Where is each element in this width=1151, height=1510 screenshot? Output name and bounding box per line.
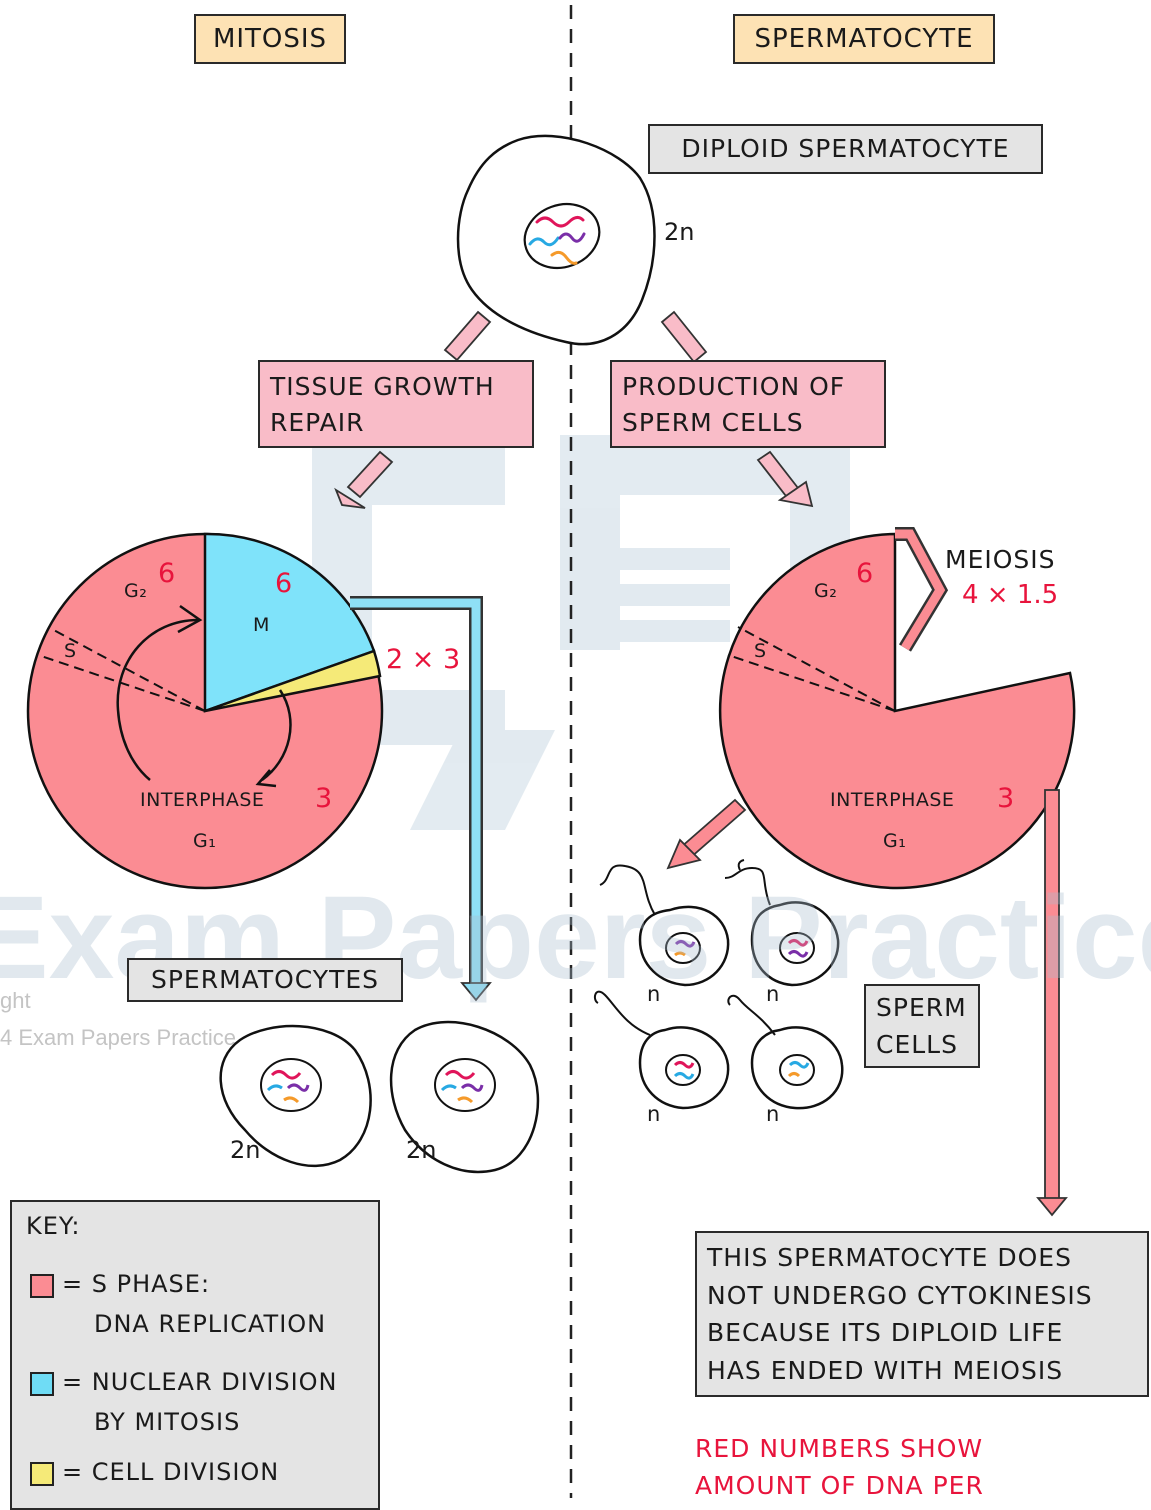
- key-swatch-s-phase: [30, 1274, 54, 1298]
- key-item-cell-division: = CELL DIVISION: [30, 1452, 279, 1492]
- dna-g2-left: 6: [158, 558, 176, 589]
- sperm-box-line-1: PRODUCTION OF: [622, 372, 846, 401]
- red-note-line-2: AMOUNT OF DNA PER: [695, 1471, 984, 1500]
- label-g1-left: G₁: [193, 830, 217, 852]
- watermark-copyright-2: 4 Exam Papers Practice: [0, 1025, 236, 1050]
- key-swatch-cell-division: [30, 1462, 54, 1486]
- arrow-to-meiosis-cycle: [756, 450, 814, 508]
- sperm-cells-label: SPERM CELLS: [864, 984, 980, 1068]
- label-s-right: S: [754, 640, 767, 662]
- sperm-cells-line-2: CELLS: [876, 1030, 958, 1059]
- arrow-to-mitosis-cycle: [334, 450, 394, 509]
- spermatocyte-cell-1: [219, 1024, 372, 1168]
- note-line-4: HAS ENDED WITH MEIOSIS: [707, 1355, 1064, 1385]
- label-g2-left: G₂: [124, 580, 148, 602]
- note-line-3: BECAUSE ITS DIPLOID LIFE: [707, 1318, 1064, 1347]
- key-mitosis-line-2: BY MITOSIS: [94, 1408, 241, 1436]
- tissue-box-line-2: REPAIR: [270, 408, 365, 437]
- arrow-to-tissue: [443, 310, 492, 362]
- key-swatch-mitosis: [30, 1372, 54, 1396]
- label-g2-right: G₂: [814, 580, 838, 602]
- diploid-spermatocyte-label: DIPLOID SPERMATOCYTE: [648, 124, 1043, 174]
- spermatocyte-cell-2: [389, 1020, 540, 1174]
- cytokinesis-note: THIS SPERMATOCYTE DOES NOT UNDERGO CYTOK…: [695, 1231, 1149, 1397]
- meiosis-cell-cycle: [718, 527, 1076, 890]
- dna-m-left: 6: [275, 568, 293, 599]
- ploidy-2n-cell-1: 2n: [230, 1136, 261, 1164]
- label-interphase-right: INTERPHASE: [830, 789, 955, 811]
- dna-g2-right: 6: [856, 558, 874, 589]
- sperm-cells-line-1: SPERM: [876, 993, 967, 1022]
- ploidy-n-sperm-3: n: [647, 1102, 661, 1126]
- diploid-cell: [456, 134, 656, 346]
- key-s-phase-line-1: = S PHASE:: [62, 1270, 211, 1298]
- mitosis-header: MITOSIS: [194, 14, 346, 64]
- ploidy-2n-top: 2n: [664, 218, 695, 246]
- sperm-production-box: PRODUCTION OF SPERM CELLS: [610, 360, 886, 448]
- meiosis-to-note-arrow: [1036, 789, 1068, 1217]
- tissue-box-line-1: TISSUE GROWTH: [270, 372, 495, 401]
- red-note-line-1: RED NUMBERS SHOW: [695, 1434, 984, 1463]
- sperm-cell-2: [724, 859, 840, 987]
- dna-g1-left: 3: [315, 783, 333, 814]
- label-m: M: [253, 614, 270, 636]
- ploidy-n-sperm-2: n: [766, 982, 780, 1006]
- spermatocytes-label: SPERMATOCYTES: [127, 958, 403, 1002]
- sperm-cell-1: [599, 864, 730, 987]
- meiosis-to-sperm-arrow: [666, 798, 747, 870]
- key-cell-division-line-1: = CELL DIVISION: [62, 1458, 280, 1486]
- meiosis-dna-amount: 4 × 1.5: [962, 580, 1059, 610]
- sperm-cell-4: [727, 994, 844, 1110]
- note-line-1: THIS SPERMATOCYTE DOES: [707, 1243, 1072, 1272]
- tissue-growth-box: TISSUE GROWTH REPAIR: [258, 360, 534, 448]
- ploidy-n-sperm-1: n: [647, 982, 661, 1006]
- label-s-left: S: [64, 640, 77, 662]
- key-s-phase-line-2: DNA REPLICATION: [94, 1310, 327, 1338]
- meiosis-label: MEIOSIS: [945, 545, 1056, 574]
- key-box: KEY: = S PHASE: DNA REPLICATION = NUCLEA…: [10, 1200, 380, 1510]
- mitosis-cell-cycle: [26, 532, 384, 890]
- ploidy-n-sperm-4: n: [766, 1102, 780, 1126]
- ploidy-2n-cell-2: 2n: [406, 1136, 437, 1164]
- red-numbers-note: RED NUMBERS SHOW AMOUNT OF DNA PER: [695, 1430, 984, 1504]
- arrow-to-sperm-production: [660, 310, 708, 364]
- note-line-2: NOT UNDERGO CYTOKINESIS: [707, 1280, 1093, 1310]
- sperm-cell-3: [593, 990, 730, 1110]
- mitosis-to-spermatocytes-arrow: [350, 596, 492, 1002]
- dna-g1-right: 3: [997, 783, 1015, 814]
- dna-cell-division: 2 × 3: [386, 644, 461, 675]
- key-item-s-phase: = S PHASE: DNA REPLICATION: [30, 1264, 326, 1344]
- key-item-mitosis: = NUCLEAR DIVISION BY MITOSIS: [30, 1362, 337, 1442]
- sperm-box-line-2: SPERM CELLS: [622, 408, 804, 437]
- key-title: KEY:: [26, 1212, 81, 1240]
- watermark-copyright-1: ght: [0, 988, 31, 1013]
- key-mitosis-line-1: = NUCLEAR DIVISION: [62, 1368, 338, 1396]
- label-interphase-left: INTERPHASE: [140, 789, 265, 811]
- spermatocyte-header: SPERMATOCYTE: [733, 14, 995, 64]
- label-g1-right: G₁: [883, 830, 907, 852]
